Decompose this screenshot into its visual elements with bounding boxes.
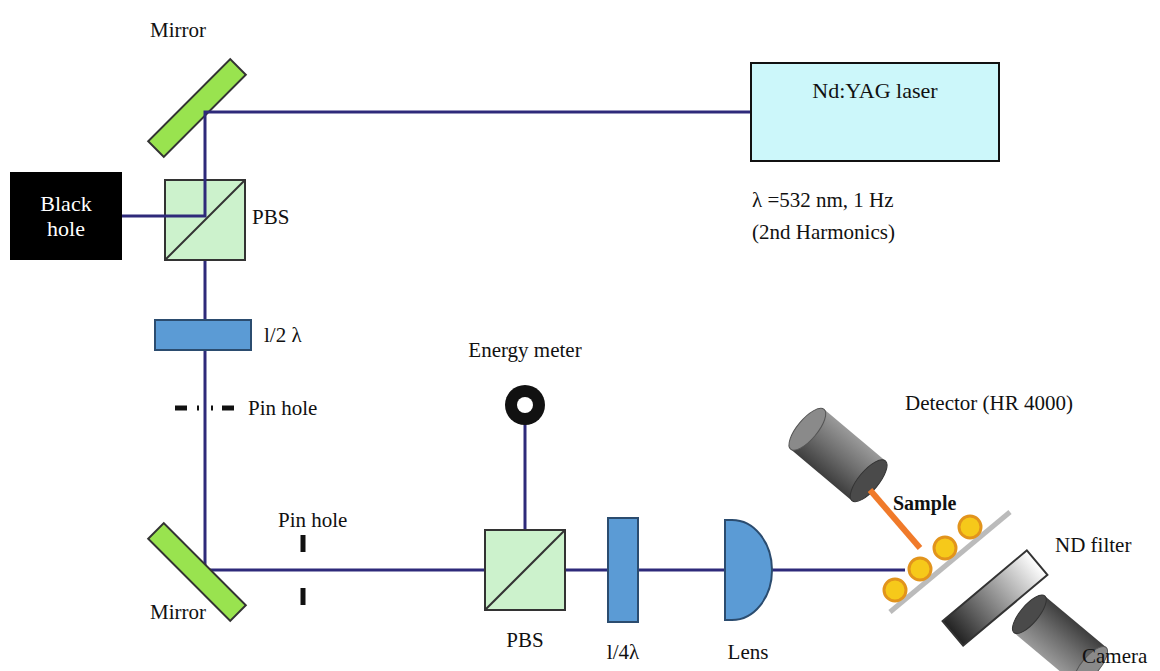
part-name: PBS <box>252 205 289 229</box>
part-name: l/4λ <box>607 640 639 664</box>
part-name: Pin hole <box>278 508 347 532</box>
node-text: Nd:YAG laser <box>762 78 988 103</box>
part-name: Lens <box>728 640 769 664</box>
laser-spec: (2nd Harmonics) <box>752 220 895 244</box>
part-name: Camera <box>1082 644 1147 668</box>
energy-meter <box>505 385 545 425</box>
part-name: Mirror <box>150 600 206 624</box>
part-name: Pin hole <box>248 396 317 420</box>
part-name: ND filter <box>1055 533 1131 557</box>
pinhole <box>301 535 306 605</box>
part-name: Detector (HR 4000) <box>905 391 1073 415</box>
part-name: Energy meter <box>468 338 581 362</box>
pinhole <box>175 406 234 411</box>
laser-spec: λ =532 nm, 1 Hz <box>752 188 894 212</box>
laser-beam <box>122 112 750 216</box>
half-wave-plate <box>155 320 251 350</box>
sample-particles <box>884 516 981 601</box>
part-name: l/2 λ <box>264 323 302 347</box>
laser-box: Nd:YAG laser <box>750 62 1000 162</box>
part-name: Mirror <box>150 18 206 42</box>
quarter-wave-plate <box>608 518 638 622</box>
beam-dump-box: Black hole <box>10 172 122 260</box>
part-name: Sample <box>893 492 956 515</box>
part-name: PBS <box>506 628 543 652</box>
polarizing-beam-splitter <box>485 530 565 610</box>
node-text: Black hole <box>22 191 110 242</box>
mirror <box>148 59 246 157</box>
lens <box>725 520 772 620</box>
laser-beam <box>205 220 905 570</box>
detector-cylinder <box>783 403 893 507</box>
